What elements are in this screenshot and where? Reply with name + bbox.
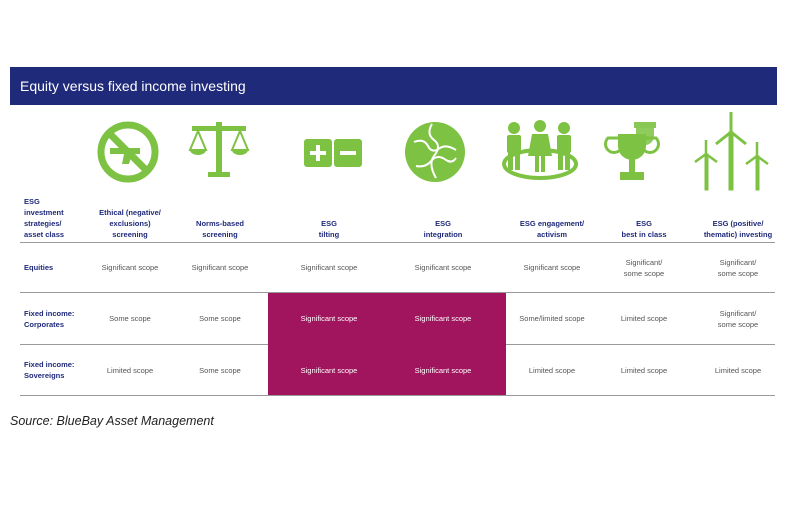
- puzzle-icon: [402, 112, 468, 192]
- separator-line: [20, 395, 775, 396]
- table-cell: Significant scope: [414, 314, 472, 323]
- no-gun-icon: [96, 112, 160, 192]
- table-cell: Significant scope: [414, 365, 472, 375]
- trophy-icon: [596, 112, 668, 192]
- table-cell: Significant scope: [523, 263, 581, 272]
- column-header-engagement: ESG engagement/activism: [519, 219, 585, 239]
- table-cell: Significant scope: [414, 263, 472, 272]
- table-cell: Some scope: [199, 314, 241, 323]
- table-cell: Significant scope: [300, 314, 358, 323]
- table-cell: Significant scope: [191, 263, 249, 272]
- column-header-ethical: Ethical (negative/exclusions)screening: [99, 208, 161, 239]
- separator-line: [20, 292, 775, 293]
- table-cell: Limited scope: [620, 365, 668, 375]
- separator-line: [20, 242, 775, 243]
- plus-minus-icon: [300, 112, 366, 192]
- table-cell: Some/limited scope: [519, 314, 585, 323]
- table-cell: Limited scope: [620, 314, 668, 323]
- column-header-thematic: ESG (positive/thematic) investing: [703, 219, 773, 239]
- table-cell: Significant/some scope: [717, 257, 759, 278]
- table-cell: Some scope: [199, 365, 241, 375]
- table-cell: Significant scope: [300, 263, 358, 272]
- highlight-block: [268, 293, 506, 395]
- source-note: Source: BlueBay Asset Management: [10, 414, 214, 428]
- row-label-corporates: Fixed income:Corporates: [24, 308, 75, 329]
- scales-icon: [186, 112, 252, 192]
- chart-title: Equity versus fixed income investing: [10, 67, 777, 105]
- table-cell: Limited scope: [528, 365, 576, 375]
- table-cell: Limited scope: [714, 365, 762, 375]
- table-cell: Some scope: [109, 314, 151, 323]
- table-cell: Significant scope: [101, 263, 159, 272]
- table-cell: Significant/some scope: [623, 257, 665, 278]
- row-label-sovereigns: Fixed income:Sovereigns: [24, 360, 75, 380]
- table-cell: Significant scope: [300, 365, 358, 375]
- table-cell: Limited scope: [106, 365, 154, 375]
- wind-turbine-icon: [690, 112, 774, 192]
- row-label-equities: Equities: [24, 263, 54, 272]
- table-cell: Significant/some scope: [717, 308, 759, 329]
- people-icon: [500, 112, 580, 192]
